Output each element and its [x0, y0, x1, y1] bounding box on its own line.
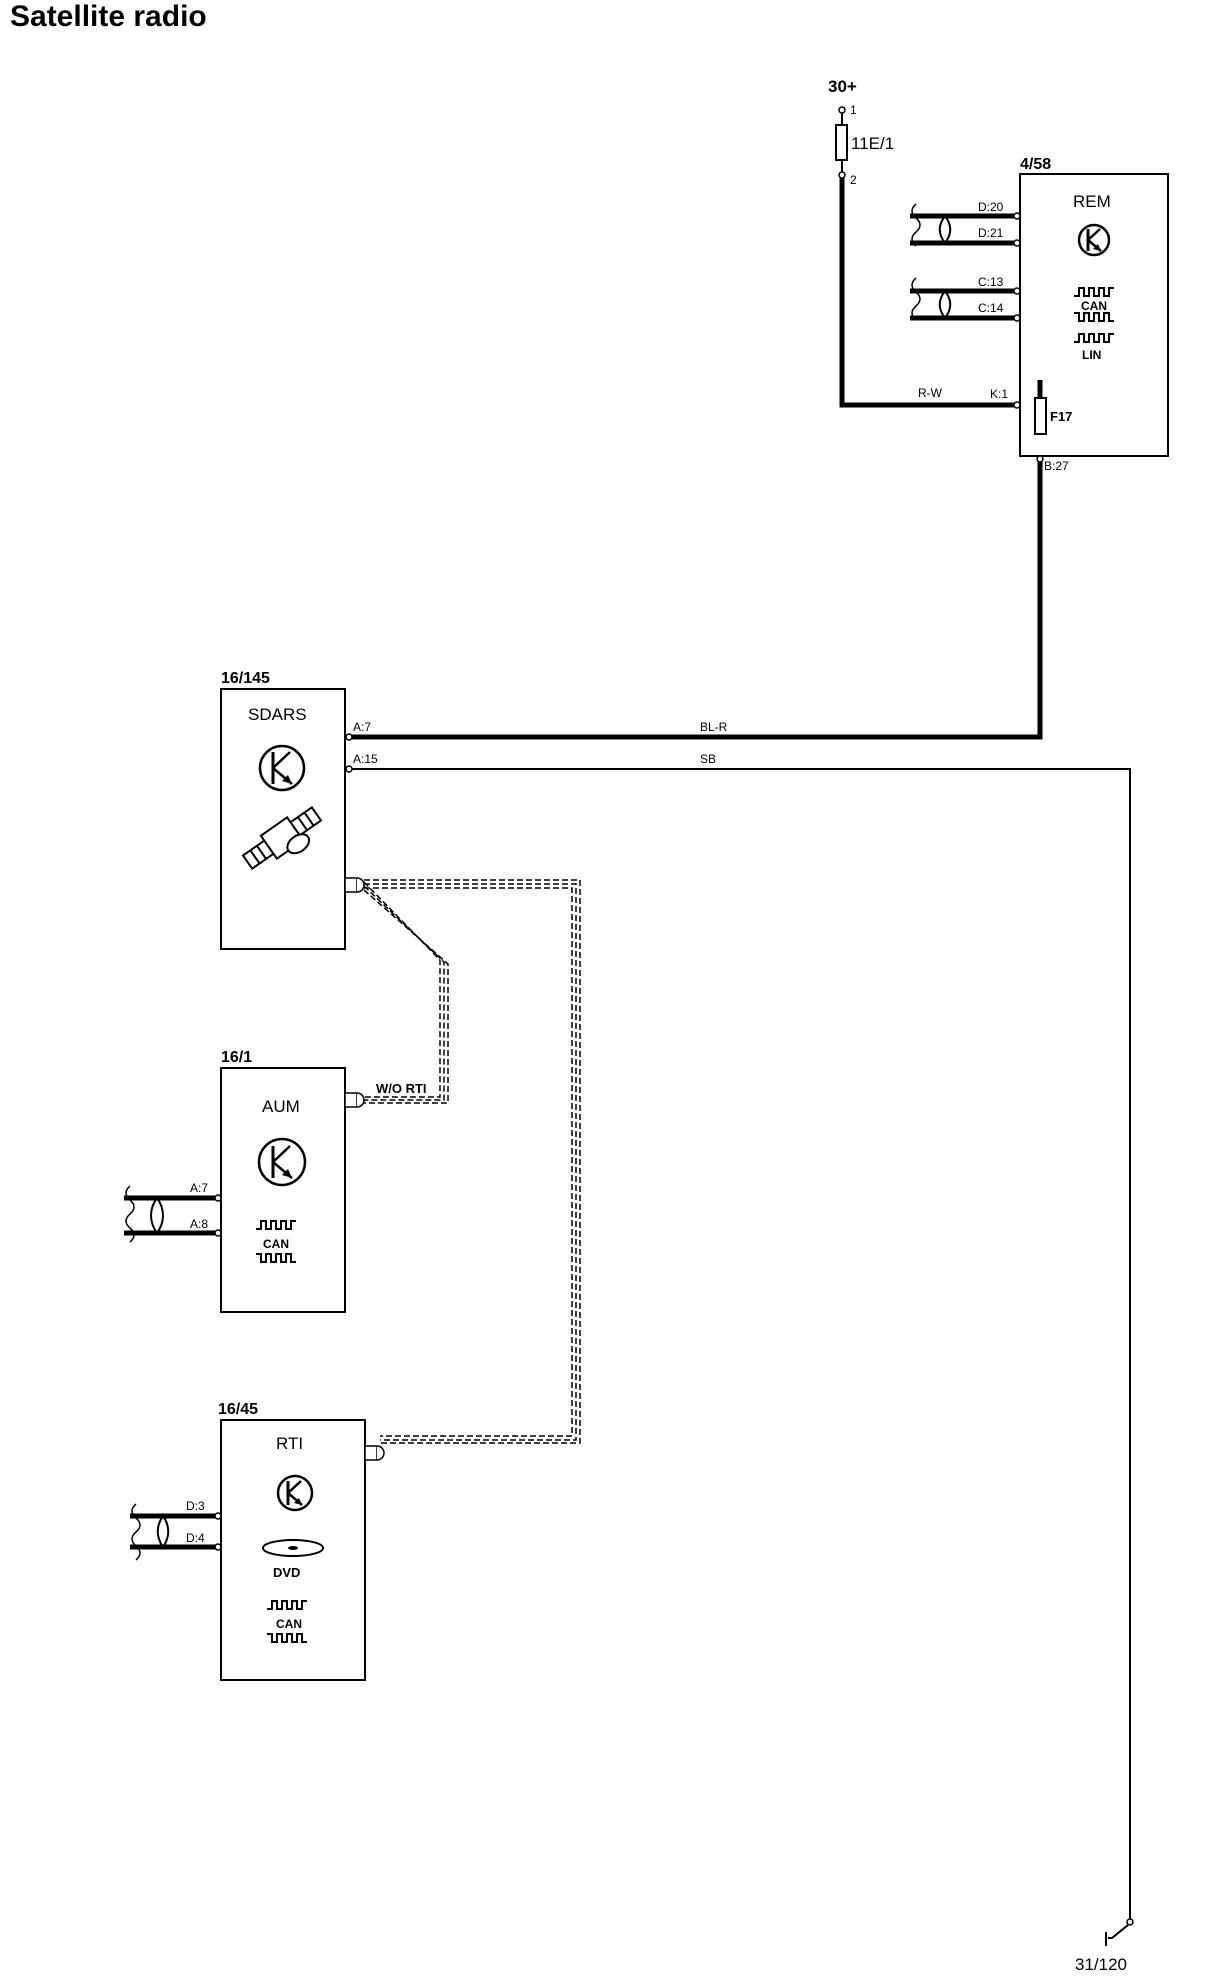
fuse-11e1-label: 11E/1 [851, 134, 894, 153]
lin-bus-icon: LIN [1073, 333, 1115, 362]
aum-twisted-pair: A:7 A:8 [124, 1181, 222, 1243]
rti-pin-d3: D:3 [186, 1499, 205, 1513]
rti-id: 16/45 [218, 1401, 258, 1418]
supply-pin-1: 1 [850, 103, 857, 117]
wire-r-w-label: R-W [918, 386, 943, 400]
rem-pin-d21: D:21 [978, 226, 1004, 240]
rem-twisted-pair-c: C:13 C:14 [910, 275, 1021, 322]
rem-fuse-label: F17 [1050, 409, 1072, 424]
aum-pin-a8: A:8 [190, 1217, 208, 1231]
page-title: Satellite radio [10, 0, 207, 33]
ground-label: 31/120 [1075, 1955, 1127, 1974]
coax-cable-sdars-aum [363, 881, 449, 1104]
rem-id: 4/58 [1020, 156, 1051, 173]
aum-can-label: CAN [263, 1237, 289, 1251]
rti-pin-d4: D:4 [186, 1531, 205, 1545]
aum-module: 16/1 AUM CAN W/O RTI [220, 1049, 427, 1313]
supply-pin-2: 2 [850, 173, 857, 187]
wire-r-w: R-W [839, 178, 1014, 408]
rem-pin-d20: D:20 [978, 200, 1004, 214]
ground-31-120: 31/120 [1075, 1918, 1134, 1974]
aum-id: 16/1 [221, 1049, 252, 1066]
sdars-pin-a7: A:7 [353, 720, 371, 734]
can-bus-icon: CAN [1073, 287, 1115, 322]
rti-name: RTI [276, 1434, 303, 1453]
rem-lin-label: LIN [1082, 348, 1101, 362]
rem-name: REM [1073, 192, 1111, 211]
rem-twisted-pair-d: D:20 D:21 [910, 200, 1021, 247]
aum-pin-a7: A:7 [190, 1181, 208, 1195]
rti-dvd-label: DVD [273, 1565, 300, 1580]
can-bus-icon: CAN [255, 1220, 297, 1263]
wire-sb-label: SB [700, 752, 716, 766]
rem-pin-k1: K:1 [990, 387, 1008, 401]
rem-pin-b27: B:27 [1044, 459, 1069, 473]
transistor-icon [1077, 223, 1111, 257]
satellite-icon [241, 805, 323, 871]
transistor-icon [258, 744, 306, 792]
fuse-11e1 [835, 124, 848, 161]
transistor-icon [276, 1474, 314, 1512]
wire-sb: SB [349, 752, 1131, 1920]
sdars-name: SDARS [248, 705, 307, 724]
aum-name: AUM [262, 1097, 300, 1116]
rti-can-label: CAN [276, 1617, 302, 1631]
can-bus-icon: CAN [266, 1600, 308, 1643]
dvd-disc-icon [262, 1539, 324, 1557]
rem-can-label: CAN [1081, 299, 1107, 313]
supply-label: 30+ [828, 77, 857, 96]
aum-cable-label: W/O RTI [376, 1081, 427, 1096]
rem-pin-c14: C:14 [978, 301, 1004, 315]
sdars-id: 16/145 [221, 670, 270, 687]
sdars-module: 16/145 SDARS A:7 A:15 [220, 670, 378, 950]
wire-bl-r-label: BL-R [700, 720, 728, 734]
fuse-f17 [1034, 397, 1047, 435]
rem-module: 4/58 REM CAN LIN K:1 F17 B:27 [990, 156, 1169, 473]
coax-cable-sdars-rti [364, 879, 581, 1444]
aum-coax-connector [344, 1092, 358, 1108]
rem-pin-c13: C:13 [978, 275, 1004, 289]
sdars-pin-a15: A:15 [353, 752, 378, 766]
sdars-coax-connector [344, 877, 358, 893]
rti-coax-connector [364, 1445, 378, 1461]
supply-30: 30+ 1 11E/1 2 [828, 77, 894, 187]
wire-bl-r: BL-R [349, 462, 1043, 740]
transistor-icon [257, 1137, 307, 1187]
rti-module: 16/45 RTI DVD CAN [218, 1401, 385, 1681]
rti-twisted-pair: D:3 D:4 [130, 1499, 222, 1561]
